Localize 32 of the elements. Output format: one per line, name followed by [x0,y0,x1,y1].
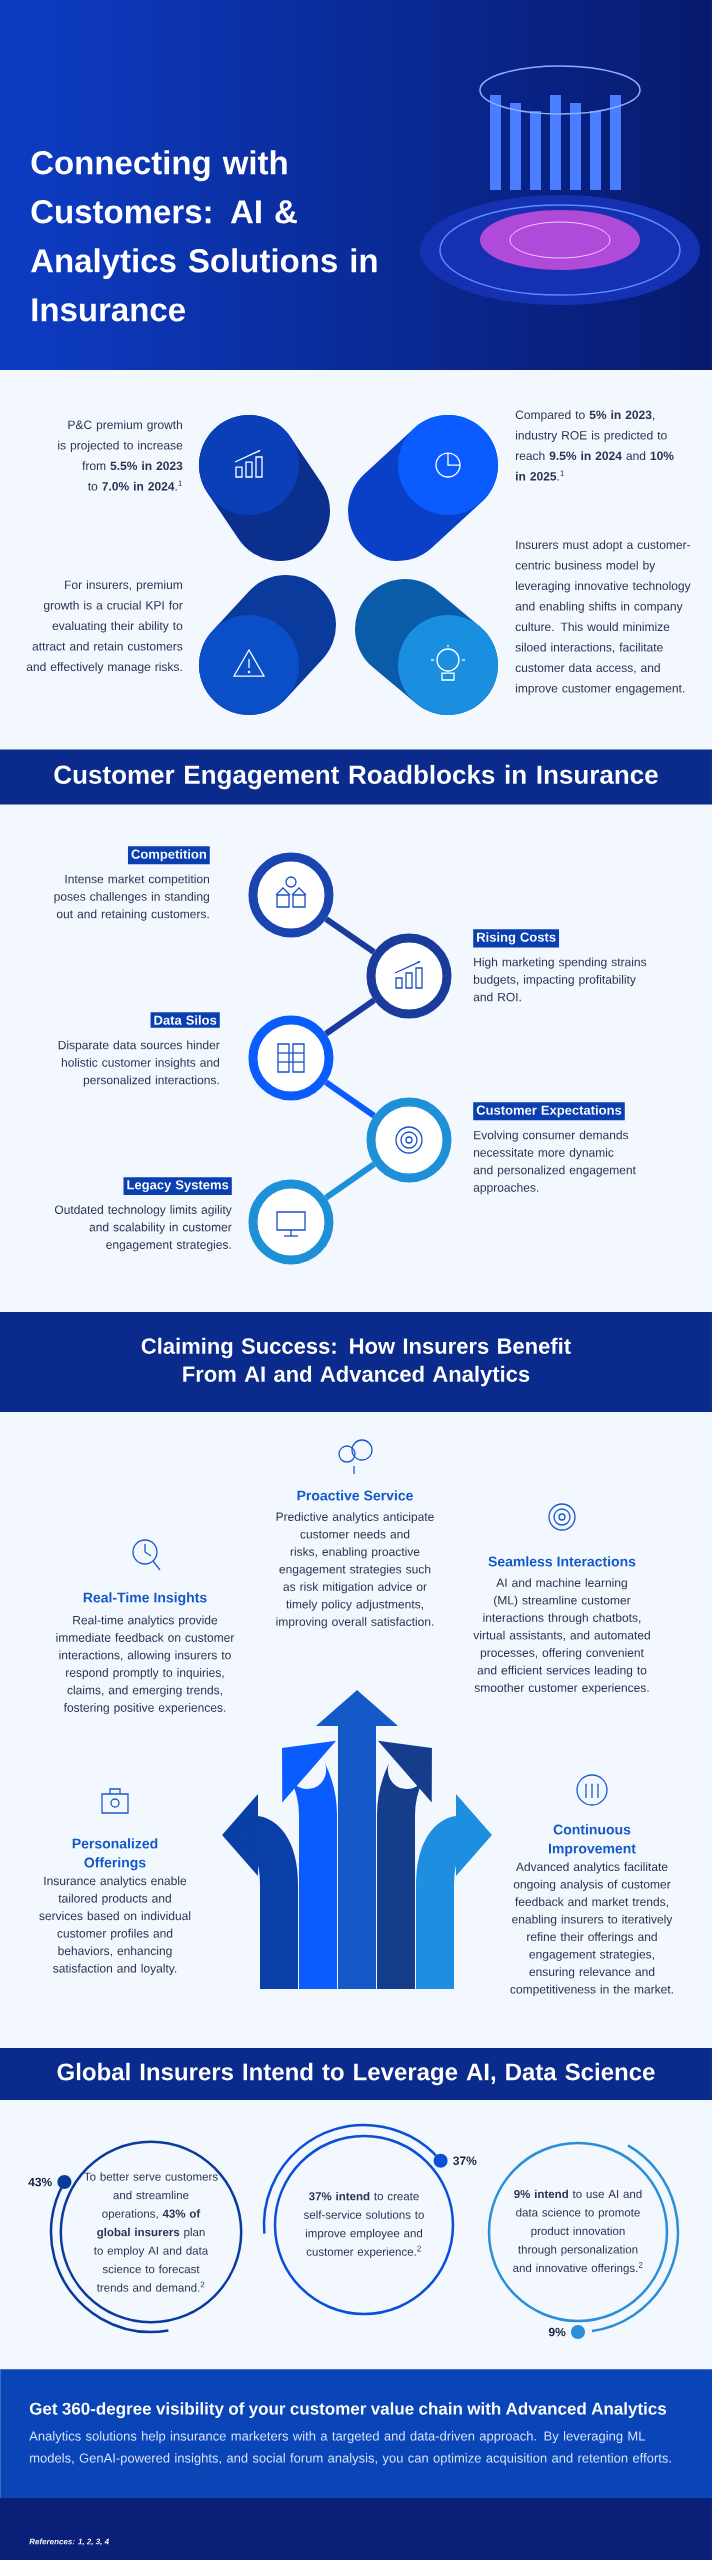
roadblock-card: Competition Intense market competition poses challenges in standing out and retaining customers. [54,846,210,921]
references-text: References: 1, 2, 3, 4 [29,2538,109,2546]
section-banner: Customer Engagement Roadblocks in Insurance [0,749,712,805]
stat-text: P&C premium growth is projected to increase from 5.5% in 2023 to 7.0% in 2024.$^{1}$ [58,420,183,491]
percentage-label: 9% [548,2327,566,2337]
section-banner: Global Insurers Intend to Leverage AI, Data Science [0,2048,712,2100]
node-label: High marketing spending strains budgets, impacting profitability and ROI. [473,957,647,1002]
roadblock-card: Data Silos Disparate data sources hinder holistic customer insights and personalized interactions. [58,1012,220,1087]
title: Connecting with Customers: AI & Analytics Solutions in Insurance [31,150,377,322]
stat-text: For insurers, premium growth is a crucial KPI for evaluating their ability to attract and retain customers and effectively manage risks. [26,580,183,674]
benefit-text: Real-Time Insights Real-time analytics provide immediate feedback on customer interactions, allowing insurers to respond promptly to inquiries, claims, and emerging trends, fostering positive experiences. [56,1592,235,1715]
node-label: Disparate data sources hinder holistic customer insights and personalized interactions. [58,1040,220,1087]
connector-line [324,1079,376,1119]
stat-text: Insurers must adopt a customer-centric business model by leveraging innovative technology and enabling shifts in company culture. This would minimize siloed interactions, facilitate customer data access, and improve customer engagement. [515,540,691,695]
percentage-label: 37% [453,2156,477,2165]
percentage-label: 43% [28,2177,52,2187]
benefit-text: Continuous Improvement Advanced analytics facilitate ongoing analysis of customer feedback and market trends, enabling insurers to iteratively refine their offerings and engagement strategies, ensuring relevance and competitiveness in the market. [510,1824,673,1996]
connector-line [324,916,376,955]
roadblock-card: Rising Costs High marketing spending strains budgets, impacting profitability and ROI. [473,929,647,1002]
call-to-action-panel: Get 360-degree visibility of your customer value chain with Advanced Analytics Analytics solutions help insurance marketers with a targeted and data-driven approach. By leveraging ML models, GenAI-powered insights, and social forum analysis, you can optimize acquisition and retention efforts. [0,2369,712,2499]
connector-line [324,997,376,1037]
benefit-text: Proactive Service Predictive analytics anticipate customer needs and risks, enabling proactive engagement strategies such as risk mitigation advice or timely policy adjustments, improving overall satisfaction. [276,1490,434,1629]
benefit-text: Seamless Interactions AI and machine learning (ML) streamline customer interactions through chatbots, virtual assistants, and automated processes, offering convenient and efficient services leading to smoother customer experiences. [473,1556,650,1695]
node-label: Intense market competition poses challenges in standing out and retaining customers. [54,874,209,921]
node-label: Evolving consumer demands necessitate more dynamic and personalized engagement approaches. [473,1130,636,1195]
stat-text: Compared to 5% in 2023, industry ROE is predicted to reach 9.5% in 2024 and 10% in 2025.$^{1}$ [515,410,674,481]
roadblock-card: Customer Expectations Evolving consumer demands necessitate more dynamic and personalized engagement approaches. [473,1102,636,1195]
node-label: Outdated technology limits agility and scalability in customer engagement strategies. [54,1205,232,1252]
connector-line [324,1161,376,1201]
roadblock-card: Legacy Systems Outdated technology limits agility and scalability in customer engagement strategies. [54,1177,232,1252]
benefit-text: Personalized Offerings Insurance analytics enable tailored products and services based on individual customer profiles and behaviors, enhancing satisfaction and loyalty. [39,1838,191,1975]
section-banner: Claiming Success: How Insurers Benefit From AI and Advanced Analytics [0,1312,712,1412]
